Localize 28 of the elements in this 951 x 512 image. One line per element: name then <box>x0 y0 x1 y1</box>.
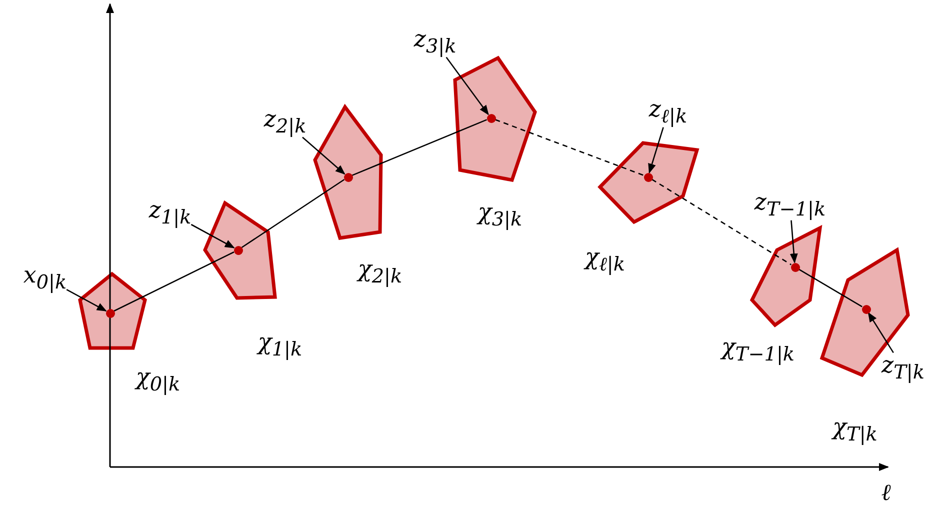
axis-label: ℓ <box>881 480 891 508</box>
leader-arrow <box>648 127 664 174</box>
trajectory-line <box>114 251 234 312</box>
set-label: χ$_{T|k}$ <box>832 414 878 446</box>
variable-label: z$_{1|k}$ <box>148 198 192 228</box>
leader-arrow <box>66 289 107 312</box>
trajectory-line <box>651 178 792 266</box>
variable-label: z$_{T−1|k}$ <box>754 190 826 220</box>
variable-label: z$_{T|k}$ <box>882 352 924 384</box>
trajectory-line <box>352 119 488 176</box>
leader-arrow <box>446 56 489 116</box>
variable-label: z$_{2|k}$ <box>264 106 306 138</box>
leader-arrow <box>868 312 894 354</box>
set-label: χ$_{0|k}$ <box>136 364 180 396</box>
set-label: χ$_{1|k}$ <box>258 330 302 360</box>
trajectory-line <box>798 268 862 308</box>
trajectory-line <box>241 178 345 248</box>
leader-arrow <box>190 224 235 248</box>
trajectory-line <box>494 119 644 176</box>
variable-label: z$_{3|k}$ <box>414 26 456 58</box>
leader-arrow <box>790 220 798 264</box>
leader-arrow <box>302 136 346 175</box>
set-label: χ$_{3|k}$ <box>478 200 522 230</box>
set-label: χ$_{ℓ|k}$ <box>585 244 625 276</box>
variable-label: z$_{ℓ|k}$ <box>648 96 688 128</box>
variable-label: x$_{0|k}$ <box>23 262 67 294</box>
set-label: χ$_{T−1|k}$ <box>722 334 794 366</box>
set-label: χ$_{2|k}$ <box>358 256 402 288</box>
